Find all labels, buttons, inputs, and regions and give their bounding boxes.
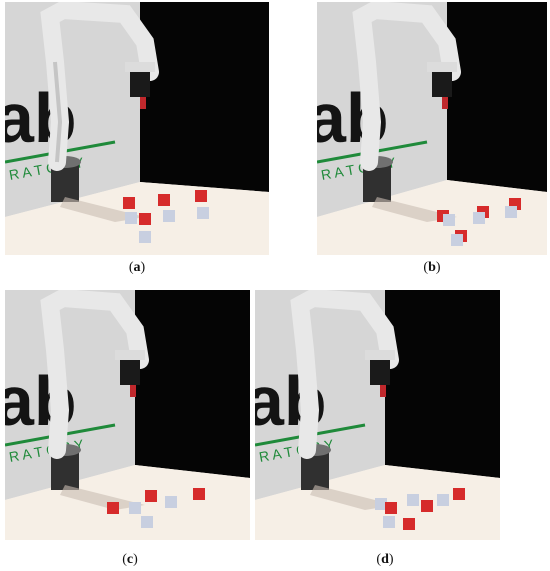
caption-c: (c) xyxy=(122,552,138,567)
panel-a: ab R A T O R Y (a) xyxy=(5,2,269,275)
cubes xyxy=(123,190,209,243)
gripper xyxy=(130,72,150,97)
dark-wall xyxy=(140,2,269,192)
robot-scene-a: ab R A T O R Y xyxy=(5,2,269,255)
robot-scene-b: ab R A T O R Y xyxy=(317,2,547,255)
caption-d: (d) xyxy=(376,552,394,567)
gripper-mount xyxy=(125,62,155,72)
robot-scene-c: ab R A T O R Y xyxy=(5,290,250,540)
caption-b: (b) xyxy=(423,260,441,275)
robot-scene-d: ab R A T O R Y xyxy=(255,290,500,540)
panel-b: ab R A T O R Y (b) xyxy=(317,2,547,275)
caption-a: (a) xyxy=(128,260,146,275)
panel-d: ab R A T O R Y (d) xyxy=(255,290,500,567)
light-wall xyxy=(5,2,140,217)
panel-c: ab R A T O R Y (c) xyxy=(5,290,250,567)
